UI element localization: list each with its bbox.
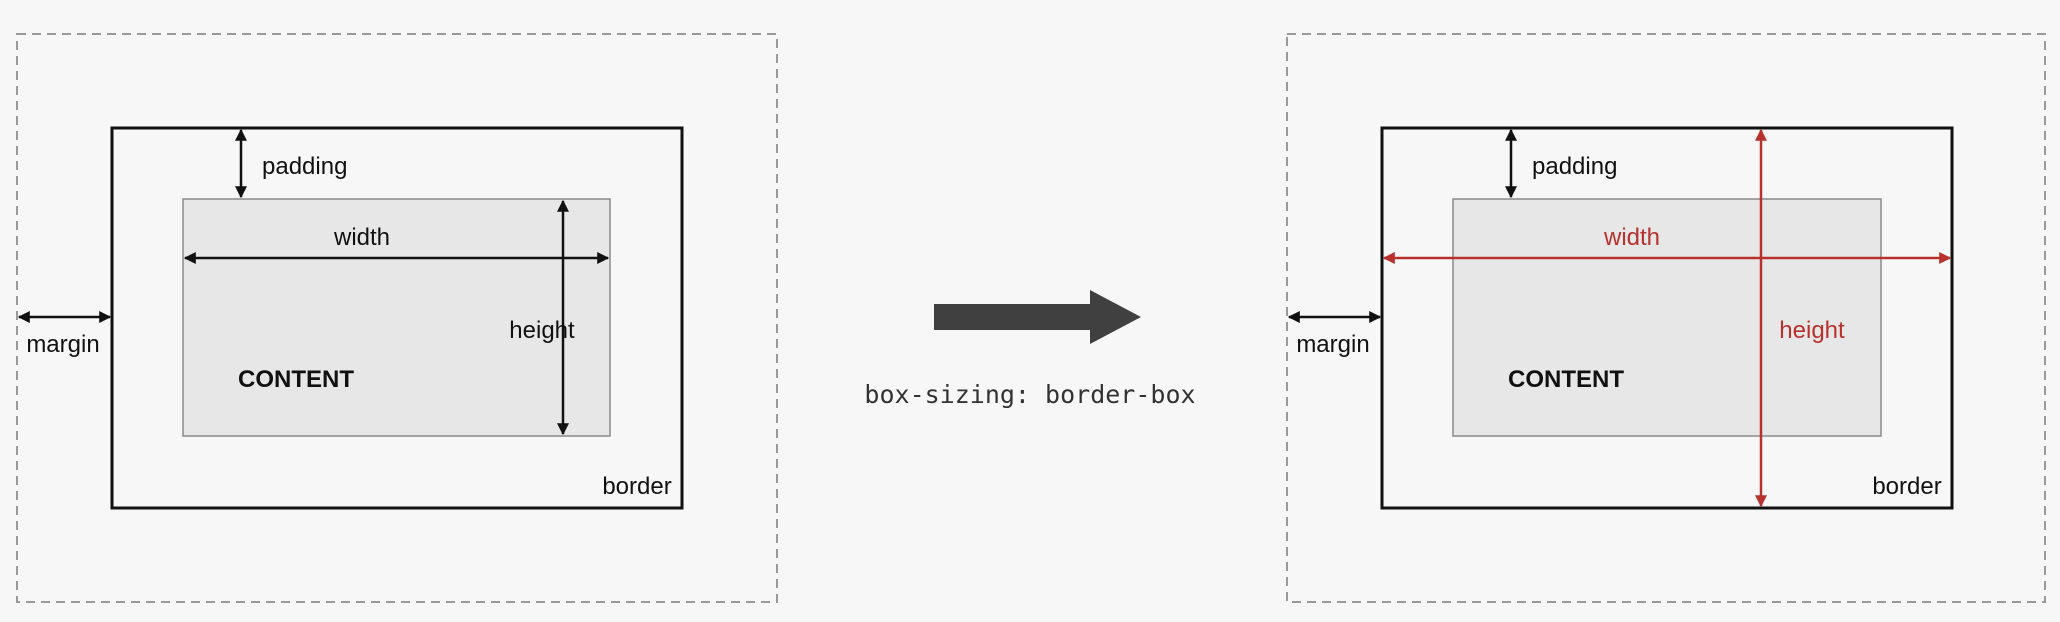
padding-label: padding [1532,153,1617,180]
border-label: border [602,473,671,500]
content-box-diagram: padding width height margin CONTENT bord… [16,33,778,603]
margin-area [1286,33,2046,603]
border-box-diagram: padding width height margin CONTENT bord… [1286,33,2046,603]
width-label: width [333,224,390,251]
height-label: height [1779,317,1845,344]
transition: box-sizing: border-box [864,290,1196,409]
box-sizing-caption: box-sizing: border-box [864,380,1195,409]
margin-label: margin [1296,331,1369,358]
width-label: width [1603,224,1660,251]
border-label: border [1872,473,1941,500]
padding-label: padding [262,153,347,180]
content-area [1452,198,1882,437]
margin-label: margin [26,331,99,358]
content-label: CONTENT [238,366,354,393]
height-label: height [509,317,575,344]
right-arrow-icon [934,290,1141,344]
margin-area [16,33,778,603]
content-label: CONTENT [1508,366,1624,393]
content-area [182,198,611,437]
